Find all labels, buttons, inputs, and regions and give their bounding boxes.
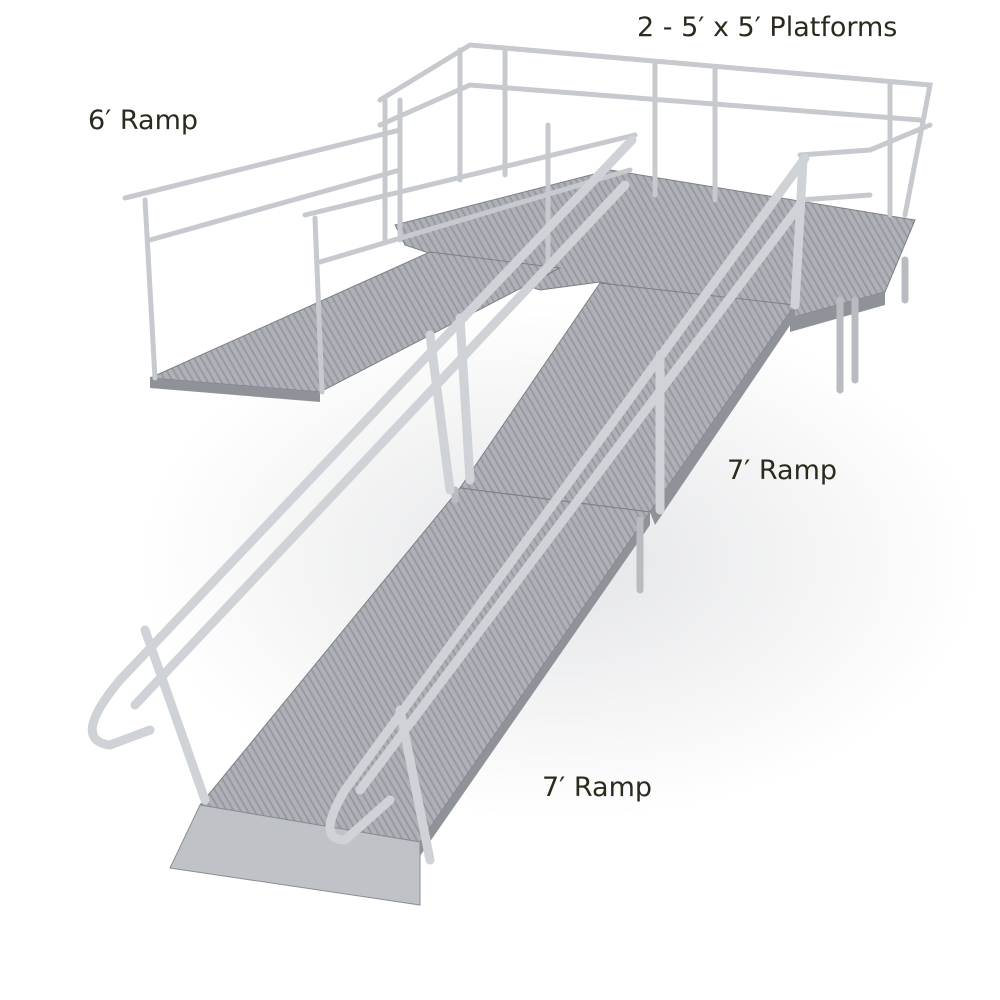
transition-plate: [169, 804, 421, 906]
handrails: [87, 135, 810, 865]
platforms: [377, 42, 933, 394]
ramp-6ft: [122, 122, 638, 402]
label-platforms: 2 - 5′ x 5′ Platforms: [637, 12, 898, 43]
ramp-7ft-lower: [169, 486, 651, 906]
label-ramp-7ft-upper: 7′ Ramp: [727, 455, 838, 486]
label-ramp-7ft-lower: 7′ Ramp: [542, 772, 653, 803]
label-ramp-6ft: 6′ Ramp: [88, 105, 199, 136]
